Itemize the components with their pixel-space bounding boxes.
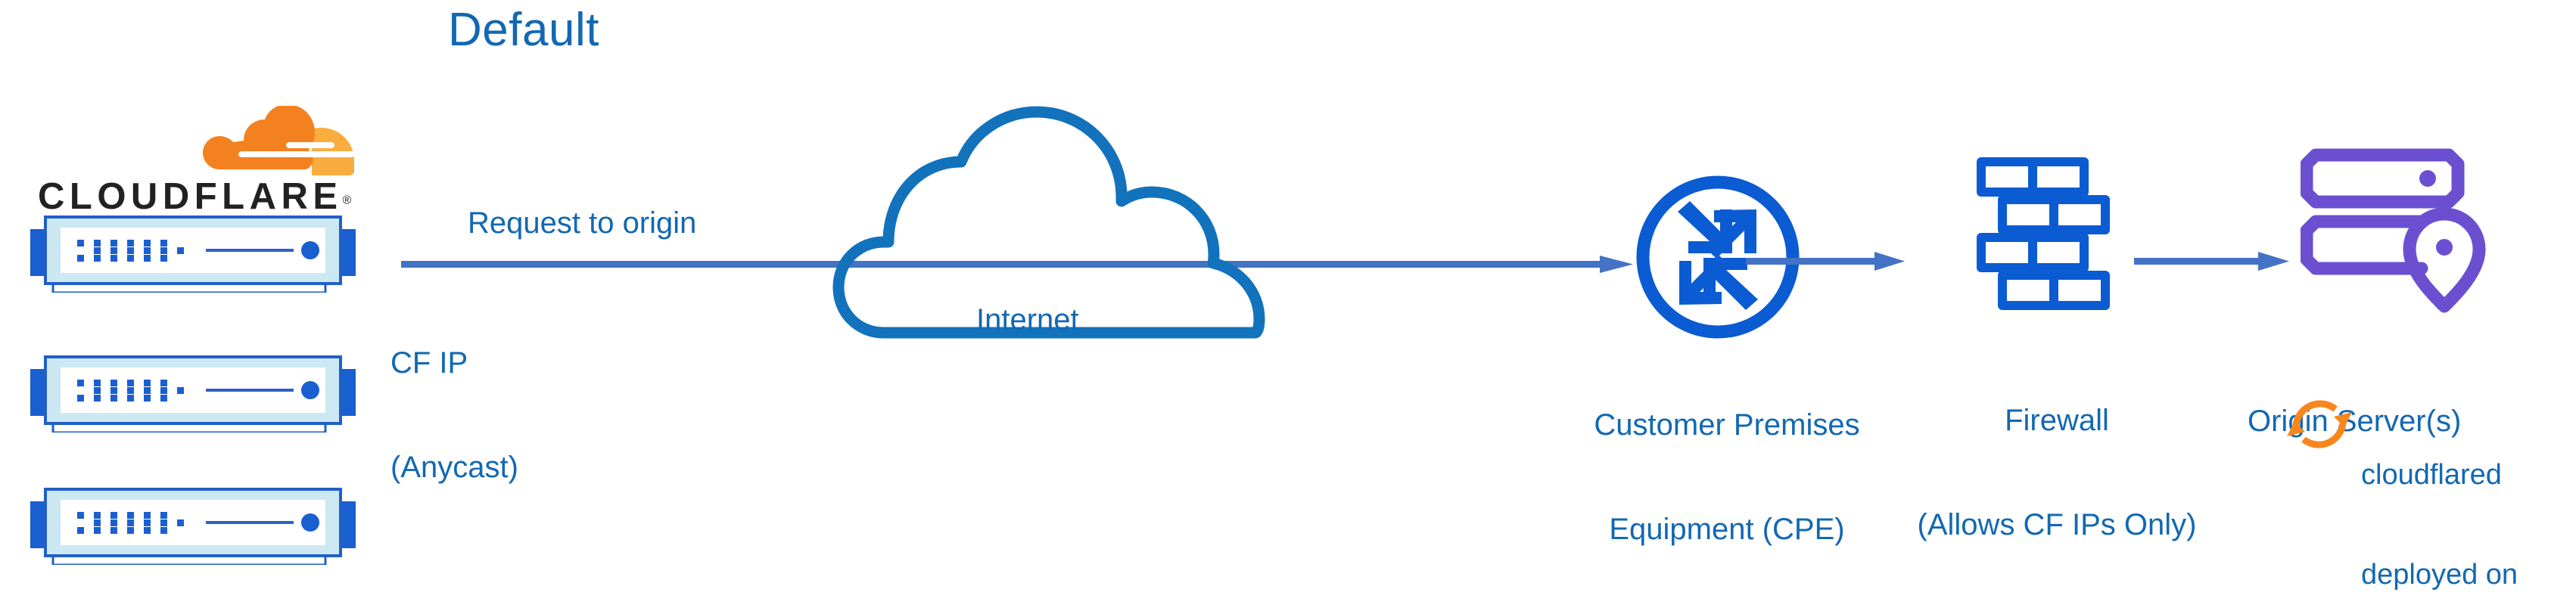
internet-label: Internet [976, 303, 1079, 336]
internet-cloud-node [825, 106, 1279, 348]
brick-wall-icon [1977, 157, 2110, 310]
cloudflare-server-unit [30, 488, 356, 566]
cloudflared-line-2: deployed on [2361, 559, 2518, 591]
cf-ip-line-1: CF IP [390, 346, 468, 380]
cloudflare-wordmark: CLOUDFLARE® [38, 175, 351, 218]
server-rack-location-pin-icon [2300, 148, 2486, 313]
origin-server-label-text: Origin Server(s) [2248, 405, 2462, 438]
flow-arrow-cpe-to-firewall [1746, 248, 1905, 275]
origin-server-label: Origin Server(s) [2248, 334, 2573, 508]
router-four-arrows-icon [1636, 175, 1800, 339]
firewall-label-line-2: (Allows CF IPs Only) [1917, 508, 2197, 541]
sync-circular-arrows-icon [2287, 400, 2352, 448]
cloudflared-annotation-icon [2285, 389, 2354, 457]
cloudflare-server-unit [30, 216, 356, 294]
cpe-label-line-1: Customer Premises [1594, 408, 1860, 442]
firewall-node [1968, 151, 2142, 325]
flow-arrow-cf-to-cpe [401, 254, 1633, 274]
cloudflare-wordmark-text: CLOUDFLARE [38, 176, 343, 217]
cpe-node [1631, 170, 1805, 344]
cloudflared-line-1: cloudflared [2361, 459, 2502, 491]
cpe-label-line-2: Equipment (CPE) [1609, 513, 1845, 546]
firewall-label-line-1: Firewall [2005, 404, 2109, 437]
page-title: Default [448, 4, 599, 56]
cloudflare-logo: CLOUDFLARE® [38, 106, 356, 219]
cloudflare-server-unit [30, 355, 356, 434]
firewall-label: Firewall (Allows CF IPs Only) [1894, 333, 2220, 612]
cloudflare-cloud-icon [203, 106, 354, 175]
cpe-label: Customer Premises Equipment (CPE) [1564, 338, 1890, 614]
cf-ip-caption: CF IP (Anycast) [390, 276, 518, 554]
cloudflared-annotation-label: cloudflared deployed on servers [2361, 392, 2518, 614]
request-to-origin-label: Request to origin [468, 206, 697, 240]
cloud-icon [832, 106, 1265, 339]
flow-arrow-firewall-to-origin [2134, 248, 2289, 275]
origin-server-node [2300, 140, 2490, 314]
cf-ip-line-2: (Anycast) [390, 451, 518, 484]
registered-trademark-icon: ® [342, 194, 352, 207]
